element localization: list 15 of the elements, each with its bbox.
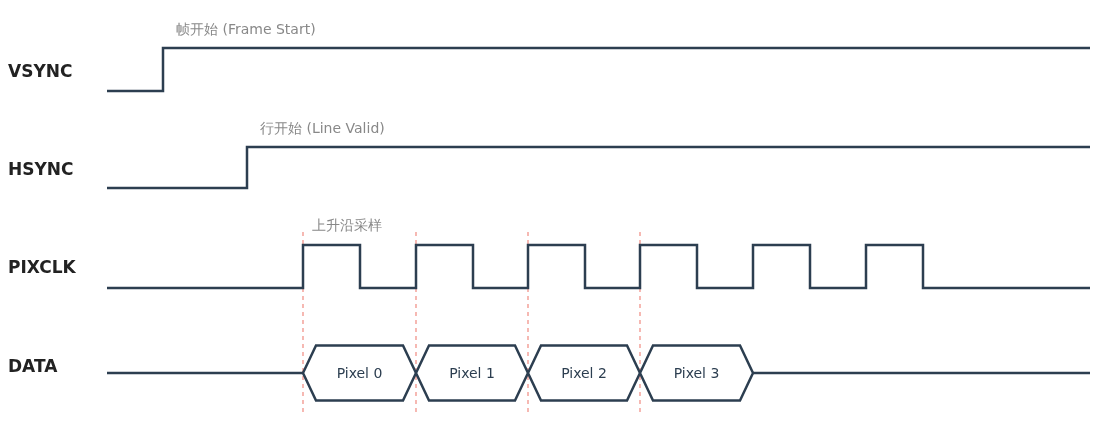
pixel-label: Pixel 1 xyxy=(448,366,496,380)
annotation-text: 行开始 (Line Valid) xyxy=(260,121,385,135)
pixel-label: Pixel 3 xyxy=(672,366,721,380)
data-segment xyxy=(638,344,755,402)
signal-name: DATA xyxy=(8,358,58,375)
data-segment xyxy=(301,344,418,402)
pixel-label: Pixel 2 xyxy=(560,366,608,380)
signal-name: VSYNC xyxy=(8,63,73,80)
data-segment xyxy=(414,344,530,402)
annotation-text: 帧开始 (Frame Start) xyxy=(176,22,316,36)
signal-name: HSYNC xyxy=(8,161,74,178)
annotation-text: 上升沿采样 xyxy=(312,218,382,232)
data-segment xyxy=(526,344,642,402)
pixel-label: Pixel 0 xyxy=(335,366,384,380)
signal-name: PIXCLK xyxy=(8,259,76,276)
